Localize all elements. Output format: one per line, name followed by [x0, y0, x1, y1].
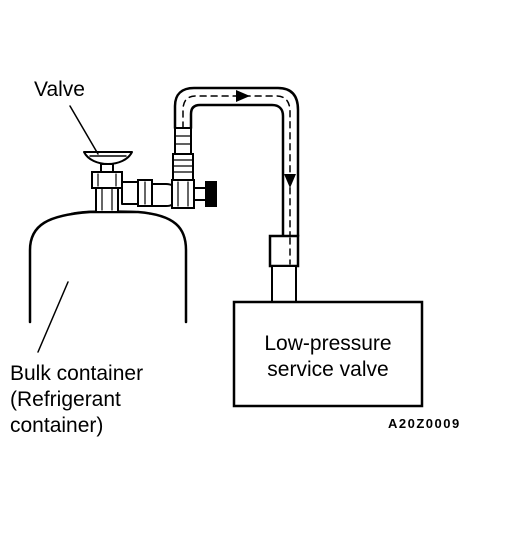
figure-code: A20Z0009: [388, 416, 461, 431]
container-leader-line: [37, 281, 69, 353]
bulk-container-label-line1: Bulk container: [10, 362, 143, 385]
valve-leader-line: [69, 105, 99, 155]
bulk-container-label-line3: container): [10, 414, 103, 437]
hose-end-fitting: [268, 234, 300, 303]
valve: [83, 151, 139, 205]
flow-arrow-down-1: [284, 174, 296, 188]
bulk-container-label-line2: (Refrigerant: [10, 388, 121, 411]
connector-fittings: [137, 127, 217, 209]
service-valve-label-line1: Low-pressure: [264, 332, 391, 355]
valve-label: Valve: [34, 78, 85, 101]
service-valve-label-line2: service valve: [267, 358, 388, 381]
charging-hose: [173, 86, 300, 299]
service-valve-box: [232, 300, 424, 408]
flow-arrow-right: [236, 90, 250, 102]
